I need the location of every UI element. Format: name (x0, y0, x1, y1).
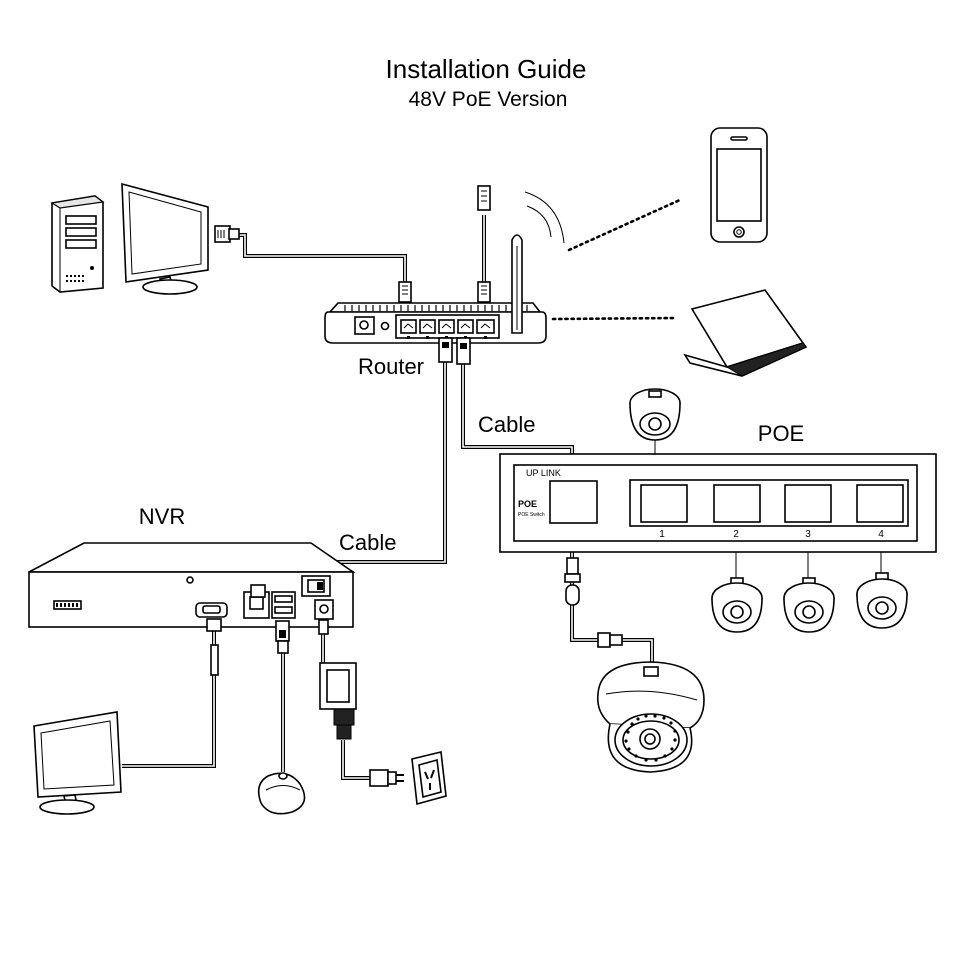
wireless-link-phone (567, 197, 684, 252)
poe-port-2 (713, 484, 761, 523)
dome-camera-icon (629, 388, 681, 441)
nvr-label: NVR (139, 504, 185, 529)
laptop-icon (683, 289, 808, 377)
router-plug-icon (398, 185, 491, 365)
pc-tower-icon (50, 195, 105, 293)
uplink-label: UP LINK (526, 468, 561, 478)
power-adapter-icon (319, 662, 357, 740)
uplink-port (549, 480, 598, 524)
poe-port-3 (784, 484, 832, 523)
port-number-1: 1 (659, 529, 665, 540)
smartphone-icon (710, 127, 768, 243)
nvr-device (28, 542, 356, 628)
router-label: Router (358, 354, 424, 379)
rj45-plug-icon (214, 225, 240, 243)
page-title: Installation Guide (386, 54, 587, 84)
wireless-link-laptop (551, 316, 678, 321)
camera-connector-icon (564, 557, 623, 648)
nvr-plugs (206, 618, 329, 676)
page-subtitle: 48V PoE Version (409, 88, 568, 111)
cable-label-poe: Cable (478, 412, 535, 437)
router-icon (324, 234, 547, 344)
dome-camera-icon (783, 577, 835, 633)
mouse-icon (257, 772, 306, 815)
wifi-signal-icon (524, 191, 565, 244)
dome-camera-icon (856, 572, 908, 629)
poe-switch: UP LINK POE POE Switch 1 2 3 4 (499, 453, 937, 553)
port-number-4: 4 (878, 529, 884, 540)
power-plug-icon (369, 769, 404, 787)
power-outlet-icon (411, 751, 447, 806)
main-dome-camera-icon (596, 661, 705, 773)
pc-router-cable (238, 233, 407, 285)
poe-brand-sub: POE Switch (518, 512, 545, 518)
power-outlet-cable (341, 740, 370, 780)
nvr-monitor-icon (33, 711, 122, 815)
poe-label: POE (758, 421, 804, 446)
nvr-monitor-cable (122, 625, 216, 768)
port-number-3: 3 (805, 529, 811, 540)
poe-port-1 (640, 484, 688, 523)
cable-label-nvr: Cable (339, 530, 396, 555)
poe-port-4 (856, 484, 904, 523)
dome-camera-icon (711, 577, 763, 633)
poe-brand-label: POE (518, 499, 537, 509)
pc-monitor-icon (121, 182, 209, 295)
port-number-2: 2 (733, 529, 739, 540)
